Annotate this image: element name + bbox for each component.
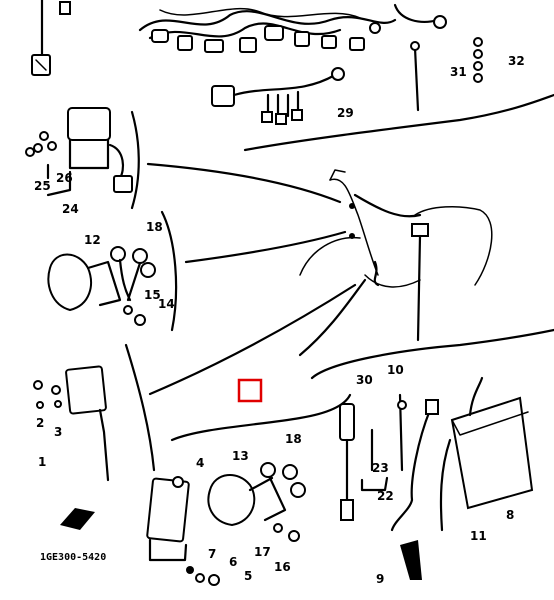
callout-26: 26 <box>56 171 73 185</box>
leader-line <box>298 278 367 357</box>
callout-5: 5 <box>244 569 252 583</box>
callout-29: 29 <box>337 106 354 120</box>
rectifier-group <box>47 246 156 326</box>
group-bracket <box>360 476 389 492</box>
highlight-box[interactable] <box>237 378 263 403</box>
callout-3: 3 <box>54 425 62 439</box>
callout-30: 30 <box>356 373 373 387</box>
connector-block <box>151 29 169 43</box>
callout-7: 7 <box>208 547 216 561</box>
connector-block <box>321 35 337 49</box>
regulator-group <box>146 462 306 586</box>
clip-part <box>60 508 95 530</box>
callout-25: 25 <box>34 179 51 193</box>
callout-23: 23 <box>372 461 389 475</box>
callout-14: 14 <box>158 297 175 311</box>
callout-8: 8 <box>506 508 514 522</box>
wiring-harness <box>59 1 447 53</box>
group-bracket <box>310 328 554 380</box>
callout-6: 6 <box>229 555 237 569</box>
callout-31: 31 <box>450 65 467 79</box>
ignition-coil-group <box>25 107 133 197</box>
connector-plug <box>433 15 447 29</box>
callout-2: 2 <box>36 416 44 430</box>
frame-bracket-top <box>243 93 554 152</box>
connector-block <box>264 25 284 41</box>
callout-12: 12 <box>84 233 101 247</box>
connector-block <box>59 1 71 15</box>
callout-15: 15 <box>144 288 161 302</box>
callout-11: 11 <box>470 529 487 543</box>
connector-plug <box>369 22 381 34</box>
battery-group <box>339 376 534 580</box>
callout-9: 9 <box>376 572 384 586</box>
callout-17: 17 <box>254 545 271 559</box>
leader-line <box>184 230 347 264</box>
group-bracket <box>124 343 156 472</box>
callout-labels: 1 2 3 4 5 6 7 8 9 10 11 12 13 14 15 16 1… <box>34 54 525 586</box>
cdi-unit-group <box>33 365 110 482</box>
connector-block <box>239 37 257 53</box>
callout-16: 16 <box>274 560 291 574</box>
callout-4: 4 <box>196 456 204 470</box>
band-31 <box>410 41 420 112</box>
callout-1: 1 <box>38 455 46 469</box>
group-bracket <box>130 110 140 210</box>
sub-harness-29 <box>211 67 345 125</box>
connector-block <box>349 37 365 51</box>
connector-block <box>204 39 224 53</box>
callout-18-upper: 18 <box>146 220 163 234</box>
leader-line <box>148 283 357 396</box>
connector-block <box>294 31 310 47</box>
group-bracket <box>160 210 178 332</box>
leader-line <box>146 162 342 204</box>
callout-24: 24 <box>62 202 79 216</box>
callout-13: 13 <box>232 449 249 463</box>
callout-10: 10 <box>387 363 404 377</box>
connector-block <box>177 35 193 51</box>
motorcycle-frame <box>299 169 493 342</box>
callout-22: 22 <box>377 489 394 503</box>
callout-18-lower: 18 <box>285 432 302 446</box>
lead-wire-top-left <box>31 0 51 76</box>
clamp-32 <box>473 37 483 83</box>
callout-32: 32 <box>508 54 525 68</box>
figure-code: 1GE300-5420 <box>40 552 106 563</box>
